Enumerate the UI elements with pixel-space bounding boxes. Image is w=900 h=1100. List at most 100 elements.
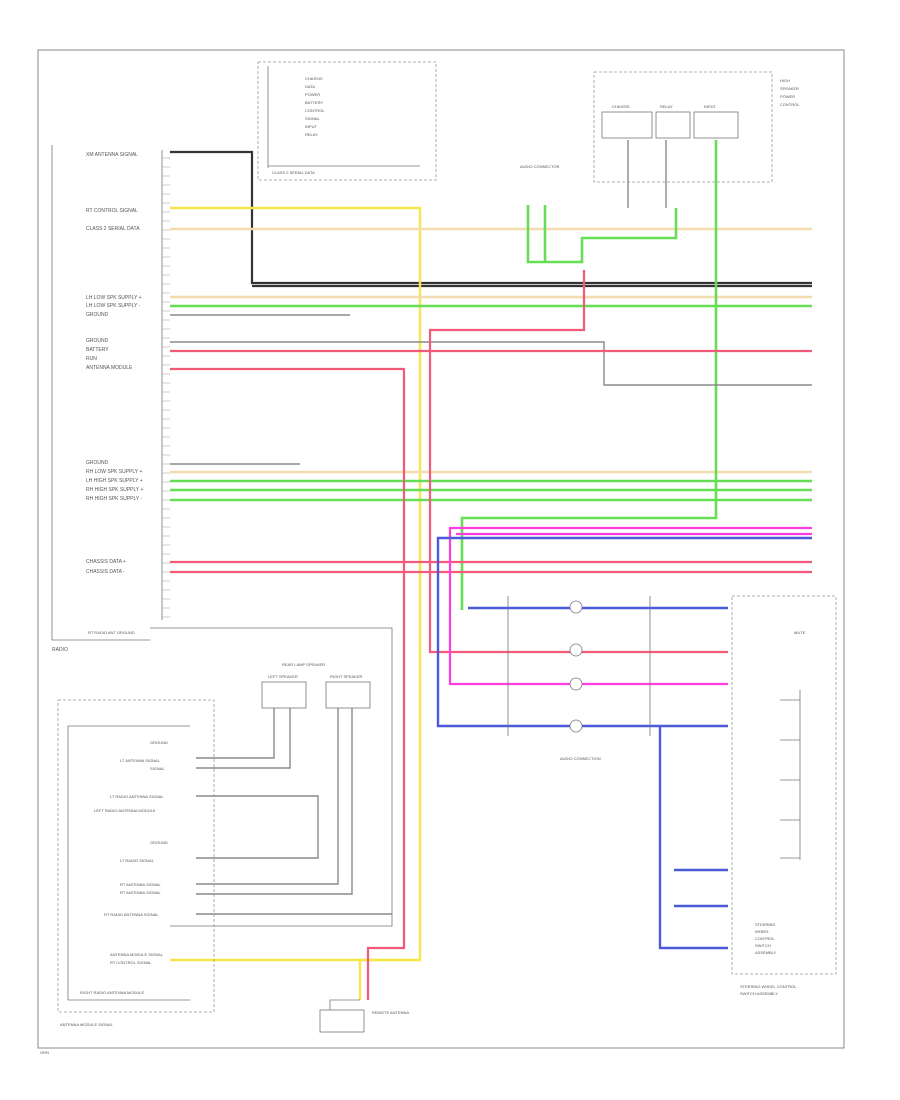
top-module-text: DATA <box>305 84 315 89</box>
wire-blue <box>436 536 812 728</box>
left-label: LH LOW SPK SUPPLY - <box>86 303 141 309</box>
module-text: RT ANTENNA SIGNAL <box>120 890 162 895</box>
top-right-labels: HIGH SPEAKER POWER CONTROL <box>780 78 800 107</box>
top-module-text: SIGNAL <box>305 116 320 121</box>
top-right-text: CONTROL <box>780 102 800 107</box>
outer-frame <box>37 49 845 1049</box>
top-module-text: INPUT <box>305 124 318 129</box>
wire-red <box>428 270 728 654</box>
wire-green <box>526 205 678 264</box>
module-text: LEFT RADIO ANTENNA MODULE <box>94 808 156 813</box>
audio-connector-label: AUDIO CONNECTOR <box>520 164 560 169</box>
rear-speaker-title: REAR LAMP SPEAKER <box>282 662 325 667</box>
remote-antenna <box>319 1009 365 1033</box>
connector-pin <box>569 719 583 733</box>
antenna-module-inner <box>67 725 190 1001</box>
module-text: SIGNAL <box>150 766 165 771</box>
top-module-text: BATTERY <box>305 100 323 105</box>
left-label-group-low: GROUND RH LOW SPK SUPPLY + LH HIGH SPK S… <box>86 460 144 502</box>
left-label: LH LOW SPK SUPPLY + <box>86 295 142 301</box>
module-text: LT RADIO ANTENNA SIGNAL <box>110 794 164 799</box>
top-right-text: POWER <box>780 94 795 99</box>
steering-switch-ladder <box>780 690 801 860</box>
top-right-col-label: INPUT <box>704 104 717 109</box>
antenna-module-footer: ANTENNA MODULE SIGNAL <box>60 1022 114 1027</box>
remote-antenna-label: REMOTE ANTENNA <box>372 1010 409 1015</box>
antenna-module-box <box>57 699 215 1013</box>
steering-block-text: CONTROL <box>755 936 775 941</box>
audio-connection-column: AUDIO CONNECTION <box>507 596 651 761</box>
top-right-text: HIGH <box>780 78 790 83</box>
top-right-box <box>593 71 773 183</box>
left-label: RH LOW SPK SUPPLY + <box>86 469 142 475</box>
wire-gray <box>196 708 291 769</box>
steering-title: STEERING WHEEL CONTROL <box>740 984 797 989</box>
wire-gray <box>170 341 812 386</box>
top-module-labels: CHASSIS DATA POWER BATTERY CONTROL SIGNA… <box>272 76 325 175</box>
wire-yellow <box>170 206 422 962</box>
wire-magenta <box>448 526 812 686</box>
top-right-text: SPEAKER <box>780 86 799 91</box>
steering-switch-box <box>731 595 837 975</box>
top-module-box <box>257 61 437 181</box>
left-label: GROUND <box>86 460 109 466</box>
left-speaker-label: LEFT SPEAKER <box>268 674 298 679</box>
connector-pin <box>569 600 583 614</box>
top-right-col-label: RELAY <box>660 104 673 109</box>
top-right-col-label: CHASSIS <box>612 104 630 109</box>
remote-antenna-lead <box>329 999 360 1010</box>
antenna-module-labels: GROUND LT ANTENNA SIGNAL SIGNAL LT RADIO… <box>80 740 168 995</box>
left-label: BATTERY <box>86 347 109 353</box>
left-label: XM ANTENNA SIGNAL <box>86 152 138 158</box>
rt-ground-boundary <box>150 627 393 927</box>
top-right-sub-box <box>693 111 739 139</box>
module-text: RT RADIO ANTENNA SIGNAL <box>104 912 159 917</box>
rt-ground-label: RT RADIO ANT GROUND <box>88 630 135 635</box>
top-module-note: CLASS 2 SERIAL DATA <box>272 170 315 175</box>
left-label: CHASSIS DATA - <box>86 569 125 575</box>
module-text: GROUND <box>150 840 168 845</box>
left-label: RH HIGH SPK SUPPLY - <box>86 496 143 502</box>
left-label: CHASSIS DATA + <box>86 559 126 565</box>
module-text: LT ANTENNA SIGNAL <box>120 758 161 763</box>
wire-yellow <box>358 958 420 1000</box>
steering-block-labels: STEERING WHEEL CONTROL SWITCH ASSEMBLY <box>755 922 777 955</box>
module-text: LT RADIO SIGNAL <box>120 858 155 863</box>
left-speaker <box>261 681 307 709</box>
module-text: RT CONTROL SIGNAL <box>110 960 152 965</box>
mute-label: MUTE <box>794 630 806 635</box>
wire-black <box>170 150 812 285</box>
top-module-text: RELAY <box>305 132 318 137</box>
left-label: RH HIGH SPK SUPPLY + <box>86 487 144 493</box>
steering-block-text: STEERING <box>755 922 775 927</box>
left-label: RT CONTROL SIGNAL <box>86 208 138 214</box>
left-label-group-top: XM ANTENNA SIGNAL RT CONTROL SIGNAL CLAS… <box>86 152 140 232</box>
steering-title: SWITCH ASSEMBLY <box>740 991 778 996</box>
wire-red <box>170 367 406 1000</box>
module-text: GROUND <box>150 740 168 745</box>
top-module-text: CONTROL <box>305 108 325 113</box>
left-label: ANTENNA MODULE <box>86 365 133 371</box>
left-label: GROUND <box>86 338 109 344</box>
module-text: ANTENNA MODULE SIGNAL <box>110 952 164 957</box>
top-right-sub-box <box>601 111 653 139</box>
reference-code: GRN <box>40 1050 49 1055</box>
left-label-group-mid: LH LOW SPK SUPPLY + LH LOW SPK SUPPLY - … <box>86 295 142 371</box>
left-label-group-bus: CHASSIS DATA + CHASSIS DATA - <box>86 559 126 575</box>
right-speaker <box>325 681 371 709</box>
module-text: RT ANTENNA SIGNAL <box>120 882 162 887</box>
wire-gray <box>196 708 353 895</box>
wire-blue <box>658 726 728 950</box>
top-module-text: POWER <box>305 92 320 97</box>
left-label: CLASS 2 SERIAL DATA <box>86 226 140 232</box>
radio-boundary <box>51 145 150 641</box>
wire-gray <box>196 708 339 885</box>
top-module-text: CHASSIS <box>305 76 323 81</box>
left-label: GROUND <box>86 312 109 318</box>
steering-block-text: ASSEMBLY <box>755 950 777 955</box>
top-right-sub-box <box>655 111 691 139</box>
wire-gray <box>196 708 275 759</box>
audio-connection-label: AUDIO CONNECTION <box>560 756 601 761</box>
steering-block-text: WHEEL <box>755 929 770 934</box>
